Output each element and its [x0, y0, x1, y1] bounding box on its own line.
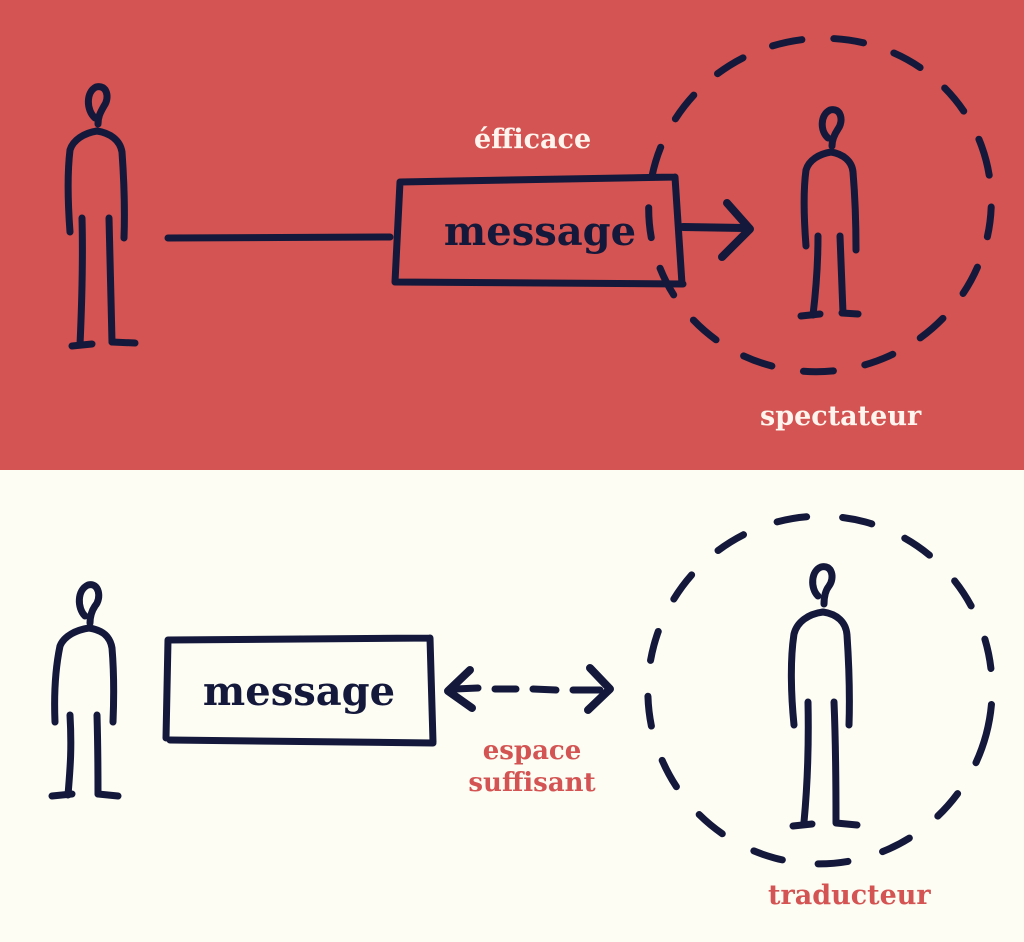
message-box-label: message [202, 668, 396, 715]
arrow-head [718, 199, 754, 261]
arrow-shaft [679, 223, 749, 232]
gap-label: espace suffisant [452, 738, 612, 796]
message-box-label: message [443, 208, 637, 255]
dashed-circle [644, 512, 996, 868]
gap-label-line1: espace [482, 736, 582, 766]
bottom-diagram [0, 470, 1024, 942]
message-box [162, 634, 437, 747]
arrow-head-right [584, 664, 614, 714]
spectateur-label: spectateur [760, 401, 922, 432]
arrow-head-left [444, 666, 476, 712]
traducteur-label: traducteur [768, 880, 931, 911]
message-box [391, 173, 687, 288]
bottom-background [0, 470, 1024, 942]
bottom-panel: message espace suffisant traducteur [0, 470, 1024, 942]
efficace-label: éfficace [474, 124, 592, 155]
sender-figure [64, 83, 139, 350]
receiver-figure [787, 563, 861, 830]
top-diagram [0, 0, 1024, 470]
receiver-figure [797, 106, 862, 320]
dashed-circle [645, 34, 995, 376]
gap-label-line2: suffisant [468, 768, 596, 798]
sender-figure [48, 581, 122, 800]
top-panel: message éfficace spectateur [0, 0, 1024, 470]
dashed-arrow-shaft [451, 684, 604, 694]
connection-line [164, 233, 394, 242]
